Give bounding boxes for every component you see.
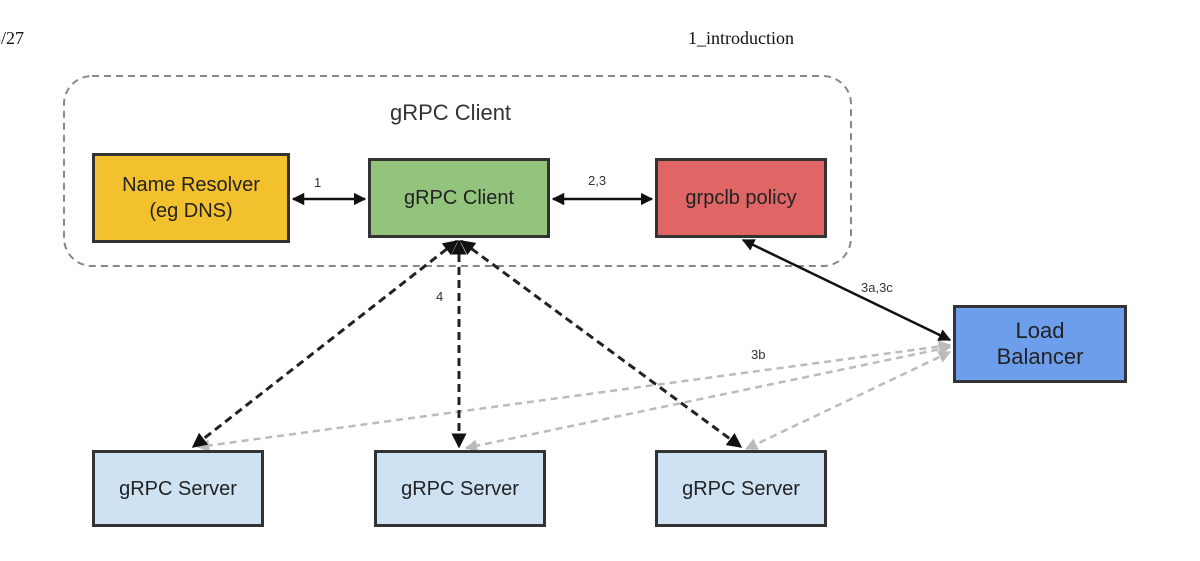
client-group-label: gRPC Client [390, 100, 512, 125]
name-resolver-line-1: Name Resolver [122, 174, 260, 196]
grpc-server-label: gRPC Server [401, 477, 519, 500]
grpc-server-label: gRPC Server [682, 477, 800, 500]
grpc-server-node: gRPC Server [374, 450, 546, 527]
page-title: 1_introduction [688, 28, 794, 48]
name-resolver-node: Name Resolver (eg DNS) [92, 153, 290, 243]
edge-label-client-policy: 2,3 [588, 173, 607, 188]
load-balancer-line-1: Load [1015, 317, 1065, 343]
edge-lb-server-2 [464, 343, 952, 452]
client-group-border [63, 75, 852, 267]
load-balancer-node: Load Balancer [953, 305, 1127, 383]
name-resolver-line-2: (eg DNS) [149, 200, 233, 222]
grpc-server-node: gRPC Server [92, 450, 264, 527]
edge-label-client-servers: 4 [436, 289, 444, 304]
edge-policy-lb [741, 238, 952, 342]
grpc-client-label: gRPC Client [403, 187, 515, 209]
grpc-client-node: gRPC Client [368, 158, 550, 238]
grpc-server-label: gRPC Server [119, 477, 237, 500]
edge-label-lb-servers: 3b [751, 347, 766, 362]
edge-lb-server-3 [744, 350, 952, 451]
edge-lb-server-1 [196, 340, 952, 452]
grpclb-policy-label: grpclb policy [685, 187, 797, 209]
edge-label-resolver-client: 1 [314, 175, 322, 190]
grpc-server-node: gRPC Server [655, 450, 827, 527]
load-balancer-line-2: Balancer [996, 344, 1084, 369]
edge-label-policy-lb: 3a,3c [861, 280, 893, 295]
grpclb-policy-node: grpclb policy [655, 158, 827, 238]
edge-client-server-3 [459, 239, 743, 449]
page-number: 3/27 [0, 28, 25, 48]
edge-client-server-1 [191, 239, 459, 449]
